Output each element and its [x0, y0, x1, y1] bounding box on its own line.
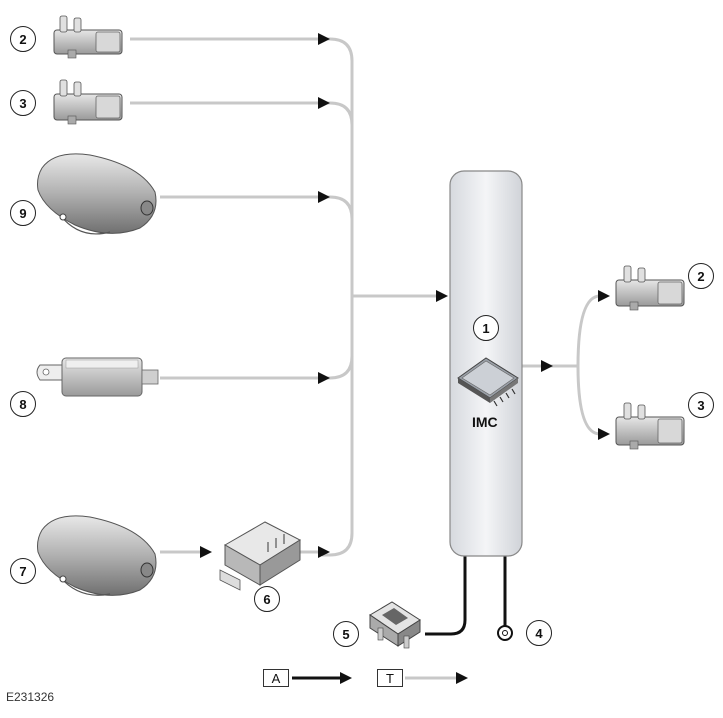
callout-2-left: 2	[10, 26, 36, 52]
callout-1: 1	[473, 315, 499, 341]
door-handle-icon	[37, 153, 157, 235]
arrow-head-icon	[541, 360, 553, 372]
ground-eyelet-icon	[497, 625, 513, 641]
fuse-icon	[369, 601, 421, 649]
callout-6: 6	[254, 586, 280, 612]
callout-5: 5	[333, 621, 359, 647]
callout-7: 7	[10, 558, 36, 584]
line-handle-9	[160, 195, 354, 220]
callout-8: 8	[10, 391, 36, 417]
imc-label: IMC	[472, 414, 498, 430]
arrow-heads	[200, 33, 610, 684]
arrow-head-icon	[318, 33, 330, 45]
connector-icon	[53, 79, 123, 125]
door-handle-icon	[37, 515, 157, 596]
callout-3-right: 3	[688, 392, 714, 418]
antenna-module-icon	[36, 357, 159, 397]
imc-module[interactable]	[449, 170, 523, 557]
arrow-head-icon	[598, 428, 610, 440]
callout-9: 9	[10, 200, 36, 226]
arrow-head-icon	[456, 672, 468, 684]
connector-icon	[53, 15, 123, 59]
relay-module-icon	[219, 521, 302, 591]
bus-line-left	[130, 37, 354, 557]
signal-lines	[130, 37, 602, 680]
fuse-feed-line	[425, 556, 467, 636]
callout-3-left: 3	[10, 90, 36, 116]
line-antenna-8	[160, 355, 354, 380]
ecu-chip-icon	[457, 357, 519, 407]
power-lines	[292, 556, 507, 680]
arrow-head-icon	[598, 290, 610, 302]
line-out-2	[556, 294, 602, 368]
legend-t-box: T	[377, 669, 403, 687]
arrow-head-icon	[200, 546, 212, 558]
arrow-head-icon	[318, 97, 330, 109]
arrow-head-icon	[318, 546, 330, 558]
line-out-3	[576, 365, 602, 436]
callout-4: 4	[526, 620, 552, 646]
connector-icon	[615, 402, 685, 450]
callout-2-right: 2	[688, 263, 714, 289]
connector-icon	[615, 265, 685, 311]
image-reference: E231326	[6, 690, 55, 704]
legend-a-box: A	[263, 669, 289, 687]
arrow-head-icon	[340, 672, 352, 684]
arrow-head-icon	[318, 191, 330, 203]
arrow-head-icon	[436, 290, 448, 302]
line-sensor-3	[130, 101, 354, 126]
arrow-head-icon	[318, 372, 330, 384]
